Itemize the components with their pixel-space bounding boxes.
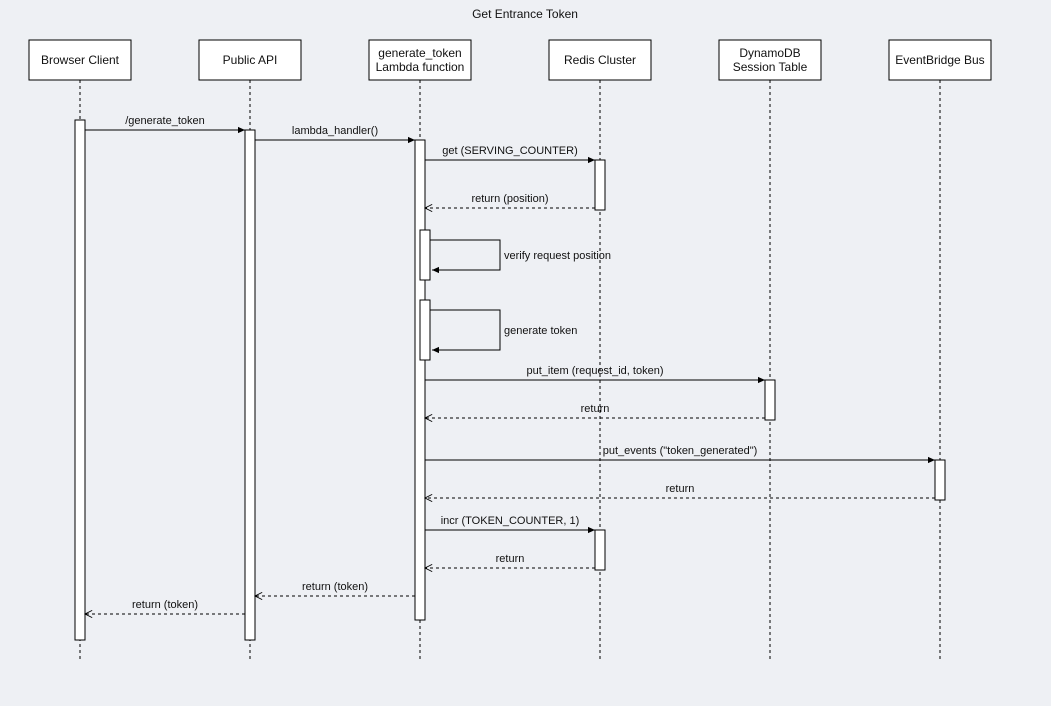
message-label: return (token)	[132, 599, 198, 611]
activation-bar-lambda	[419, 299, 431, 361]
message-1: /generate_token	[85, 115, 245, 134]
message-label: put_item (request_id, token)	[527, 365, 664, 377]
generate-token-lambda-label: Lambda function	[376, 60, 465, 74]
message-label: return	[581, 403, 610, 415]
diagram-title: Get Entrance Token	[472, 7, 578, 21]
eventbridge-bus-box: EventBridge Bus	[888, 39, 992, 81]
message-11: incr (TOKEN_COUNTER, 1)	[425, 515, 595, 534]
activation-bar-eventbridge	[934, 459, 946, 501]
dynamodb-session-table-label: DynamoDB	[739, 46, 800, 60]
activation-bar-redis	[594, 159, 606, 211]
browser-client-label: Browser Client	[41, 53, 120, 67]
message-label: return	[666, 483, 695, 495]
message-label: return	[496, 553, 525, 565]
activation-bar-api	[244, 129, 256, 641]
message-label: get (SERVING_COUNTER)	[442, 145, 578, 157]
generate-token-lambda-label: generate_token	[378, 46, 461, 60]
message-label: /generate_token	[125, 115, 205, 127]
message-2: lambda_handler()	[255, 125, 415, 144]
activation-bar-browser	[74, 119, 86, 641]
message-5: verify request position	[430, 239, 611, 274]
browser-client-box: Browser Client	[28, 39, 132, 81]
redis-cluster-rect	[548, 39, 652, 81]
public-api-rect	[198, 39, 302, 81]
redis-cluster-label: Redis Cluster	[564, 53, 636, 67]
activation-bar-lambda	[414, 139, 426, 621]
message-label: verify request position	[504, 250, 611, 262]
dynamodb-session-table-rect	[718, 39, 822, 81]
message-label: incr (TOKEN_COUNTER, 1)	[441, 515, 580, 527]
activation-bar-dynamo	[764, 379, 776, 421]
message-12: return	[425, 553, 595, 568]
public-api-label: Public API	[223, 53, 278, 67]
message-4: return (position)	[425, 193, 595, 208]
message-label: lambda_handler()	[292, 125, 378, 137]
self-call-arrow	[430, 309, 501, 354]
message-9: put_events ("token_generated")	[425, 445, 935, 464]
message-7: put_item (request_id, token)	[425, 365, 765, 384]
activation-bar-lambda	[419, 229, 431, 281]
message-label: put_events ("token_generated")	[603, 445, 758, 457]
message-label: return (position)	[471, 193, 548, 205]
message-label: return (token)	[302, 581, 368, 593]
message-3: get (SERVING_COUNTER)	[425, 145, 595, 164]
message-10: return	[425, 483, 935, 498]
message-label: generate token	[504, 325, 577, 337]
redis-cluster-box: Redis Cluster	[548, 39, 652, 81]
browser-client-rect	[28, 39, 132, 81]
eventbridge-bus-label: EventBridge Bus	[895, 53, 984, 67]
public-api-box: Public API	[198, 39, 302, 81]
message-13: return (token)	[255, 581, 415, 596]
generate-token-lambda-rect	[368, 39, 472, 81]
self-call-arrow	[430, 239, 501, 274]
message-14: return (token)	[85, 599, 245, 614]
message-6: generate token	[430, 309, 577, 354]
dynamodb-session-table-label: Session Table	[733, 60, 808, 74]
activation-bar-redis	[594, 529, 606, 571]
eventbridge-bus-rect	[888, 39, 992, 81]
message-8: return	[425, 403, 765, 418]
